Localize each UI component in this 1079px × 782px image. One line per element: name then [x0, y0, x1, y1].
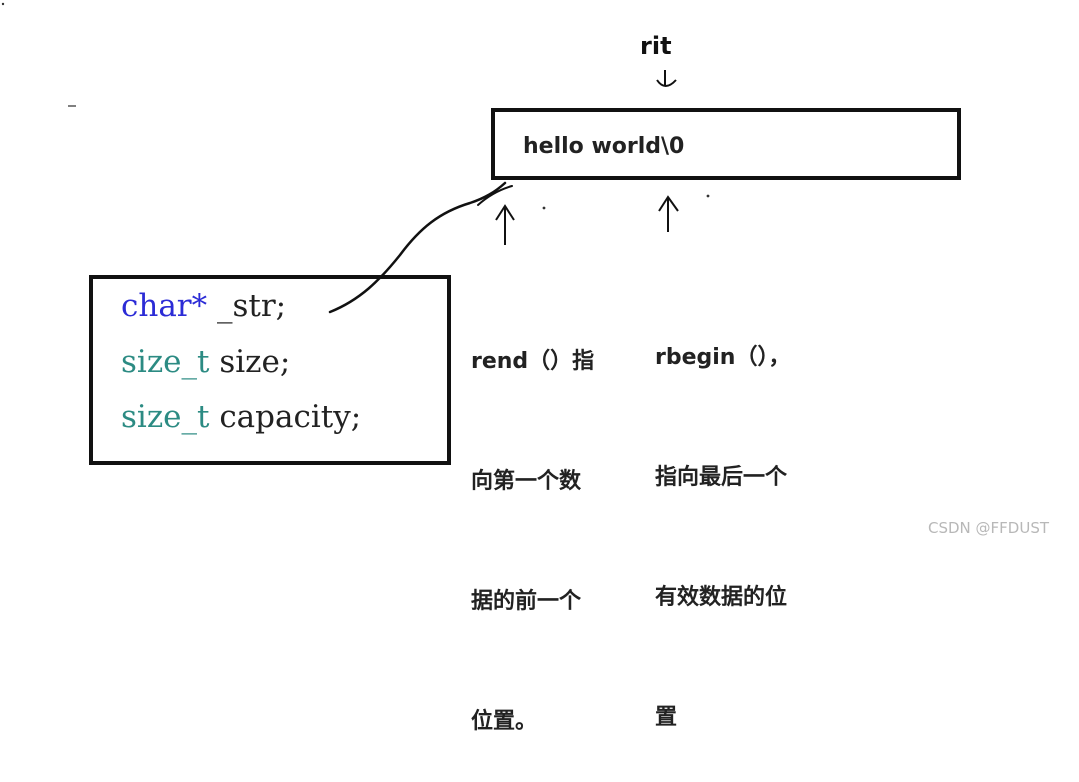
string-box: hello world\0 [491, 108, 961, 180]
rit-label: rit [640, 32, 672, 60]
string-content: hello world\0 [523, 134, 685, 159]
pointer-curve-tail [477, 185, 513, 206]
rend-note-line: rend（）指 [471, 349, 595, 374]
rend-note: rend（）指 向第一个数 据的前一个 位置。 [471, 262, 594, 782]
rbegin-note-line: rbegin（）， [655, 345, 791, 370]
stray-dot [542, 206, 546, 210]
rit-arrow-icon [656, 70, 677, 87]
type-char-pointer: char* [121, 288, 208, 324]
member-str: _str; [207, 288, 287, 324]
rend-note-line: 位置。 [471, 709, 538, 734]
rbegin-note-line: 有效数据的位 [655, 585, 788, 610]
stray-dot [1, 2, 5, 6]
watermark: CSDN @FFDUST [928, 519, 1050, 537]
rbegin-note-line: 指向最后一个 [655, 465, 788, 490]
member-capacity: capacity; [209, 399, 362, 435]
type-size-t: size_t [121, 399, 210, 435]
rend-arrow-icon [495, 204, 515, 245]
type-size-t: size_t [121, 344, 210, 380]
member-size: size; [209, 344, 291, 380]
rend-note-line: 据的前一个 [471, 589, 582, 614]
annotation-strokes [1, 2, 710, 314]
pointer-curve [328, 181, 507, 314]
code-line-capacity: size_t capacity; [121, 402, 361, 433]
rbegin-note-line: 置 [655, 705, 678, 730]
struct-box: char* _str; size_t size; size_t capacity… [89, 275, 451, 465]
rbegin-arrow-icon [658, 195, 679, 232]
code-line-size: size_t size; [121, 347, 290, 378]
stray-dot [706, 194, 710, 198]
code-line-str: char* _str; [121, 291, 286, 322]
rbegin-note: rbegin（）， 指向最后一个 有效数据的位 置 [655, 258, 790, 778]
rend-note-line: 向第一个数 [471, 469, 582, 494]
